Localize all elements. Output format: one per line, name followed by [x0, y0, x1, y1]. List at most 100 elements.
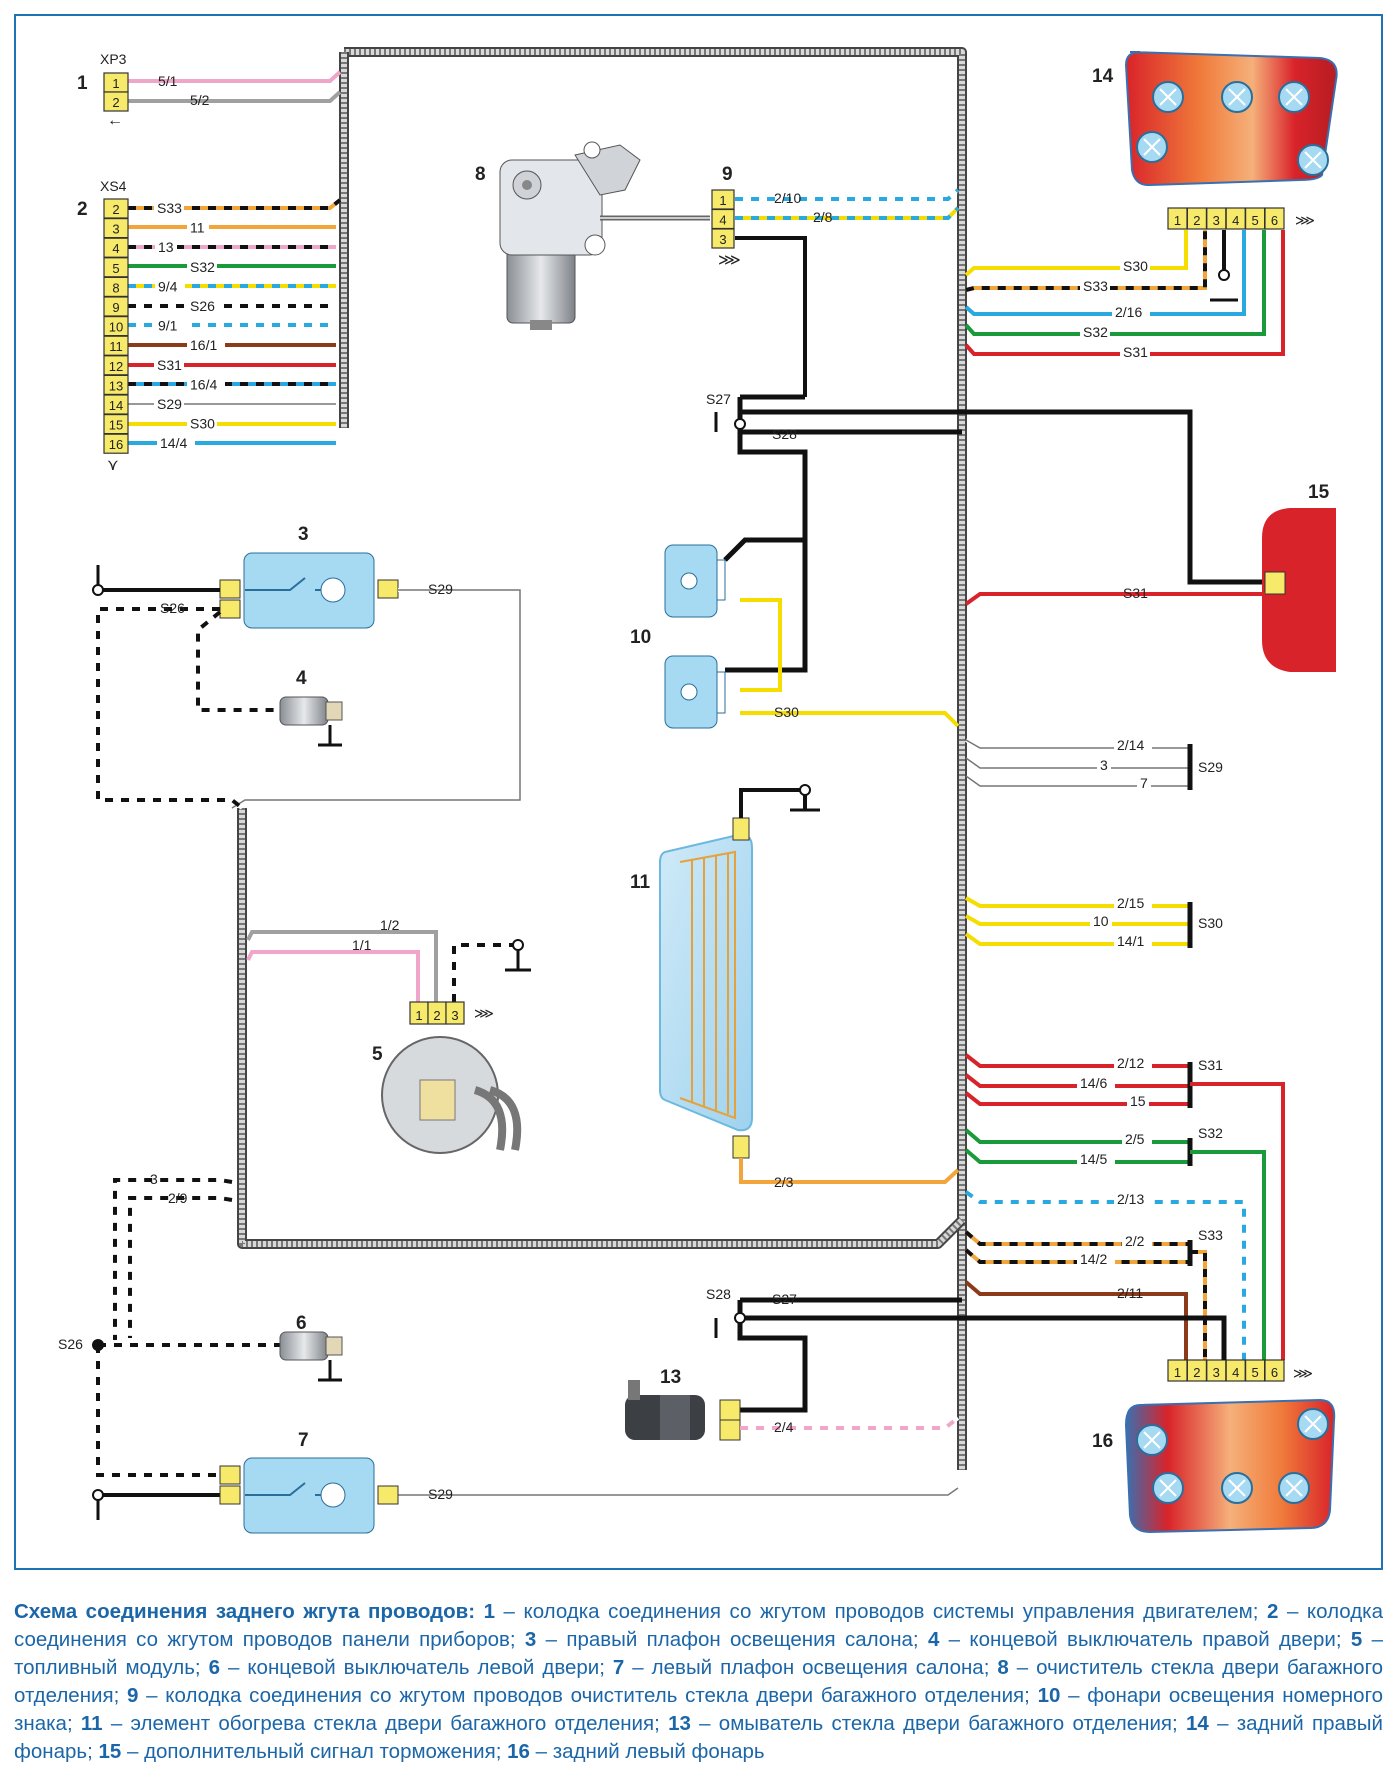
xs4-wire-label: 16/1: [190, 337, 217, 353]
dome7-number: 7: [298, 1430, 309, 1451]
xs4-pin-label: 14: [109, 398, 123, 413]
caption-item-text: – левый плафон освещения салона;: [624, 1656, 998, 1679]
xp3-pin-label: 1: [112, 76, 119, 91]
caption-item-number: 15: [98, 1740, 122, 1763]
caption-item-number: 3: [524, 1628, 537, 1651]
xp3-wire-label: 5/2: [190, 92, 210, 108]
caption-item-text: – задний левый фонарь: [529, 1740, 765, 1763]
w3-label: 3: [150, 1171, 158, 1187]
caption-item-text: – колодка соединения со жгутом проводов …: [138, 1684, 1038, 1707]
lamp14-wire-label: S32: [1083, 324, 1108, 340]
s30-splice: [964, 896, 1193, 948]
xs4-pin-label: 15: [109, 418, 123, 433]
fuel-pin: [445, 1001, 465, 1025]
xp3-pin: [103, 91, 129, 112]
xs4-pin: [103, 316, 129, 337]
dome3-number: 3: [298, 524, 309, 545]
xs4-name: XS4: [100, 178, 127, 194]
svg-text:⋙: ⋙: [1295, 212, 1315, 228]
svg-text:⋙: ⋙: [718, 252, 741, 269]
lamp14-pin-label: 1: [1174, 213, 1181, 228]
xs4-wire-label: S26: [190, 298, 215, 314]
s31-splice: [964, 1053, 1285, 1360]
s29-label-7: S29: [428, 1486, 453, 1502]
xs4-wire-label: 14/4: [160, 435, 187, 451]
plate-lamp-wires: [740, 598, 960, 728]
lamp15-number: 15: [1308, 482, 1330, 503]
splice-wire-label: 14/2: [1080, 1251, 1107, 1267]
caption-item-text: – концевой выключатель правой двери;: [939, 1628, 1351, 1651]
caption-item-number: 13: [668, 1712, 691, 1735]
s27-bot: S27: [772, 1291, 797, 1307]
s31-to-15: [964, 592, 1265, 606]
s26-label-3: S26: [160, 600, 185, 616]
splice-name: S30: [1198, 915, 1223, 931]
lamp16-pin-label: 6: [1271, 1365, 1278, 1380]
splice-wire-label: 2/13: [1117, 1191, 1144, 1207]
splice-name: S33: [1198, 1227, 1223, 1243]
s30-label-10: S30: [774, 704, 799, 720]
caption-item-text: – концевой выключатель левой двери;: [219, 1656, 613, 1679]
brake-light: 15: [1262, 482, 1336, 672]
xp3-name: XP3: [100, 51, 127, 67]
splice-wire-label: 14/6: [1080, 1075, 1107, 1091]
splice-wire-label: 14/5: [1080, 1151, 1107, 1167]
lamp14-pin: [1264, 207, 1285, 230]
xs4-wire-label: S32: [190, 259, 215, 275]
splice-name: S29: [1198, 759, 1223, 775]
xs4-wire-label: 13: [158, 239, 174, 255]
xs4-wire-labels: 5/15/2S331113S329/4S269/116/1S3116/4S29S…: [154, 73, 225, 452]
c9-wire-label-1: 2/10: [774, 190, 801, 206]
plate-lamps: 10: [630, 544, 726, 729]
xs4-pin: [103, 296, 129, 317]
caption-item-number: 4: [927, 1628, 940, 1651]
caption-item-number: 5: [1350, 1628, 1363, 1651]
c9-pin: [711, 228, 735, 249]
c9-pin-label: 1: [719, 193, 726, 208]
s26-network: [96, 1178, 960, 1520]
caption-item-number: 16: [507, 1740, 530, 1763]
w29-label: 2/9: [168, 1190, 188, 1206]
caption-item-text: – колодка соединения со жгутом проводов …: [14, 1600, 1383, 1651]
splice-wire-label: 2/2: [1125, 1233, 1145, 1249]
splice-wire-label: 14/1: [1117, 933, 1144, 949]
lamp14-pin-label: 4: [1232, 213, 1239, 228]
caption-item-number: 9: [127, 1684, 139, 1707]
w24-label: 2/4: [774, 1419, 794, 1435]
xs4-pin-label: 16: [109, 437, 123, 452]
caption-item-number: 6: [208, 1656, 220, 1679]
caption-item-number: 10: [1037, 1684, 1061, 1707]
xs4-pin: [103, 276, 129, 297]
dome3-wires: [96, 565, 522, 810]
splice-wire-label: 2/15: [1117, 895, 1144, 911]
lamp14-pin-label: 6: [1271, 213, 1278, 228]
xs4-pin-label: 8: [112, 280, 119, 295]
w211-label: 2/11: [1117, 1285, 1143, 1301]
ground-network-top: [714, 394, 1262, 673]
xs4-pin: [103, 414, 129, 435]
fuel-number: 5: [372, 1044, 383, 1065]
lamp14-pin-label: 2: [1193, 213, 1200, 228]
left-door-switch: 6: [279, 1313, 343, 1382]
caption-item-number: 14: [1186, 1712, 1209, 1735]
xs4-pin-label: 4: [112, 241, 119, 256]
lamp14-pin-label: 3: [1213, 213, 1220, 228]
lamp14-wires: [964, 230, 1285, 356]
glass-wires: [739, 788, 960, 1184]
caption-title: Схема соединения заднего жгута проводов:: [14, 1600, 484, 1623]
xs4-pin: [103, 433, 129, 454]
s28-bot: S28: [706, 1286, 731, 1302]
c9-pin-label: 4: [719, 213, 726, 228]
s31-label-15: S31: [1123, 585, 1148, 601]
harness-trunk: [237, 47, 967, 1470]
xs4-pin: [103, 355, 129, 376]
caption-item-number: 2: [1267, 1600, 1279, 1623]
caption-item-text: – очиститель стекла двери багажного отде…: [14, 1656, 1383, 1707]
lamp16-pin-label: 2: [1193, 1365, 1200, 1380]
left-dome-light: 7: [219, 1430, 399, 1534]
xp3-number: 1: [77, 73, 88, 94]
lamp16-pin-label: 3: [1213, 1365, 1220, 1380]
xs4-wire-label: S31: [157, 357, 182, 373]
